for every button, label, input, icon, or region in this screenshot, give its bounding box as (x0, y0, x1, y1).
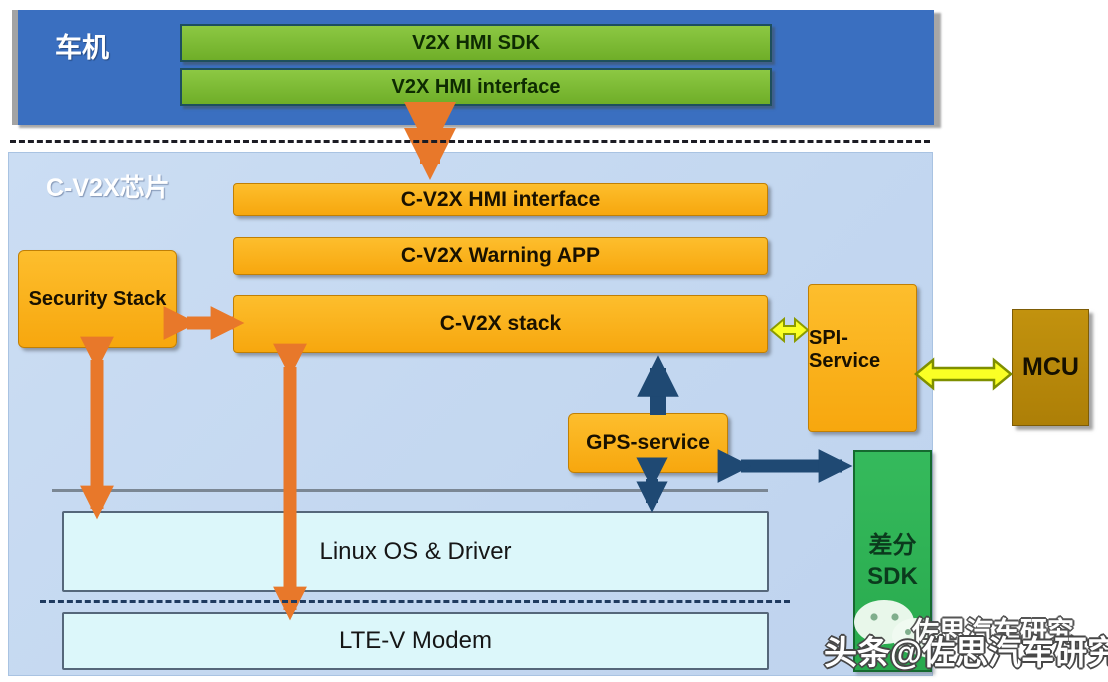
os-divider-line (52, 489, 768, 492)
cv2x-hmi-interface-label: C-V2X HMI interface (400, 187, 601, 211)
gps-service-label: GPS-service (586, 431, 710, 454)
cv2x-hmi-interface-bar: C-V2X HMI interface (233, 183, 768, 216)
cv2x-warning-app-bar: C-V2X Warning APP (233, 237, 768, 275)
v2x-hmi-interface-bar: V2X HMI interface (180, 68, 772, 106)
linux-os-driver-label: Linux OS & Driver (319, 537, 512, 565)
gps-service-box: GPS-service (568, 413, 728, 473)
mcu-label: MCU (1022, 353, 1079, 381)
security-stack-box: Security Stack (18, 250, 177, 348)
security-stack-label: Security Stack (28, 287, 167, 310)
lte-v-modem-label: LTE-V Modem (339, 627, 492, 654)
lte-v-modem-bar: LTE-V Modem (62, 612, 769, 670)
modem-dashed-divider (40, 600, 790, 603)
top-dashed-divider (10, 140, 930, 143)
v2x-hmi-sdk-bar: V2X HMI SDK (180, 24, 772, 62)
diff-sdk-label-line1: 差分 (868, 531, 917, 559)
head-unit-label: 车机 (55, 33, 109, 63)
cv2x-chip-container (8, 152, 933, 676)
spi-service-box: SPI-Service (808, 284, 917, 432)
v2x-hmi-interface-label: V2X HMI interface (391, 75, 561, 98)
cv2x-stack-bar: C-V2X stack (233, 295, 768, 353)
cv2x-warning-app-label: C-V2X Warning APP (400, 244, 601, 267)
spi-service-label: SPI-Service (809, 327, 881, 372)
wechat-icon (854, 600, 940, 660)
v2x-hmi-sdk-label: V2X HMI SDK (412, 31, 540, 54)
cv2x-chip-label: C-V2X芯片 (46, 174, 170, 202)
diff-sdk-label-line2: SDK (867, 563, 918, 590)
linux-os-driver-bar: Linux OS & Driver (62, 511, 769, 592)
mcu-box: MCU (1012, 309, 1089, 426)
watermark-ghost-text: 佐思汽车研究 (912, 617, 1074, 647)
watermark-text: 头条@佐思汽车研究 (824, 634, 1108, 671)
cv2x-stack-label: C-V2X stack (439, 312, 562, 335)
